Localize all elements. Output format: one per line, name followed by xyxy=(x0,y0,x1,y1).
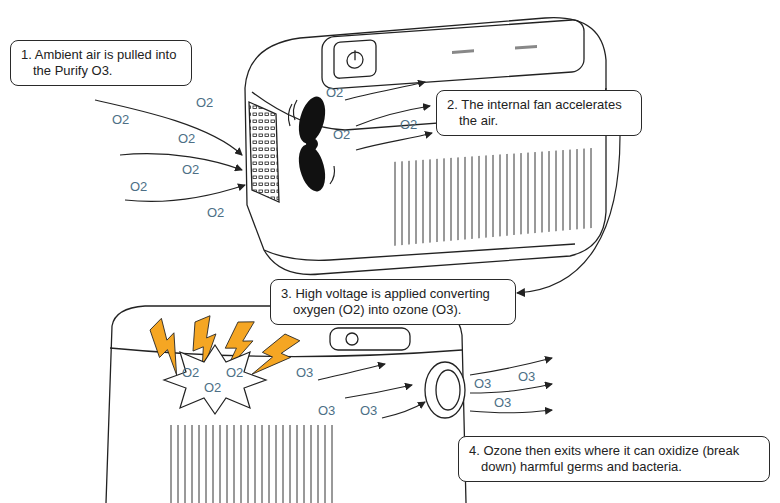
device-body xyxy=(106,306,466,503)
vent-face xyxy=(249,102,279,202)
panel-indicator xyxy=(452,51,474,53)
control-panel xyxy=(330,328,410,350)
ozone-arrows xyxy=(318,358,552,418)
exit-port xyxy=(436,370,460,410)
spark-burst xyxy=(164,345,266,414)
gas-label: O2 xyxy=(207,206,224,220)
gas-label: O3 xyxy=(474,377,491,391)
gas-label: O2 xyxy=(182,366,199,380)
gas-label: O2 xyxy=(130,180,147,194)
device-body xyxy=(245,18,606,275)
device-bottom-view xyxy=(106,306,466,503)
flow-arrow xyxy=(517,136,620,293)
gas-label: O2 xyxy=(226,366,243,380)
front-grill xyxy=(165,425,335,503)
power-button xyxy=(334,40,376,79)
fan xyxy=(288,94,334,195)
gas-label: O2 xyxy=(400,118,417,132)
gas-label: O2 xyxy=(333,128,350,142)
gas-label: O2 xyxy=(326,86,343,100)
callout-text: 4. Ozone then exits where it can oxidize… xyxy=(481,443,759,475)
callout-text: 3. High voltage is applied converting ox… xyxy=(293,286,505,318)
callout-box: 2. The internal fan accelerates the air. xyxy=(436,90,642,136)
control-panel xyxy=(322,19,584,89)
body-base xyxy=(264,244,575,260)
power-icon xyxy=(346,333,358,345)
gas-label: O2 xyxy=(196,96,213,110)
callout-box: 1. Ambient air is pulled into the Purify… xyxy=(10,40,192,86)
callout-text: 2. The internal fan accelerates the air. xyxy=(459,97,631,129)
power-icon xyxy=(354,50,355,60)
callout-text: 1. Ambient air is pulled into the Purify… xyxy=(33,47,181,79)
panel-indicator xyxy=(515,46,537,48)
gas-label: O3 xyxy=(318,404,335,418)
exit-port xyxy=(425,362,465,418)
gas-label: O2 xyxy=(178,132,195,146)
gas-label: O3 xyxy=(360,404,377,418)
gas-label: O2 xyxy=(112,113,129,127)
gas-label: O3 xyxy=(296,366,313,380)
callout-box: 3. High voltage is applied converting ox… xyxy=(270,279,516,325)
side-grill xyxy=(392,148,592,246)
gas-label: O3 xyxy=(494,396,511,410)
airflow-arrows xyxy=(95,82,432,201)
gas-label: O2 xyxy=(204,381,221,395)
device-top-view xyxy=(245,18,606,275)
gas-label: O3 xyxy=(518,370,535,384)
callout-box: 4. Ozone then exits where it can oxidize… xyxy=(458,436,770,482)
gas-label: O2 xyxy=(182,163,199,177)
